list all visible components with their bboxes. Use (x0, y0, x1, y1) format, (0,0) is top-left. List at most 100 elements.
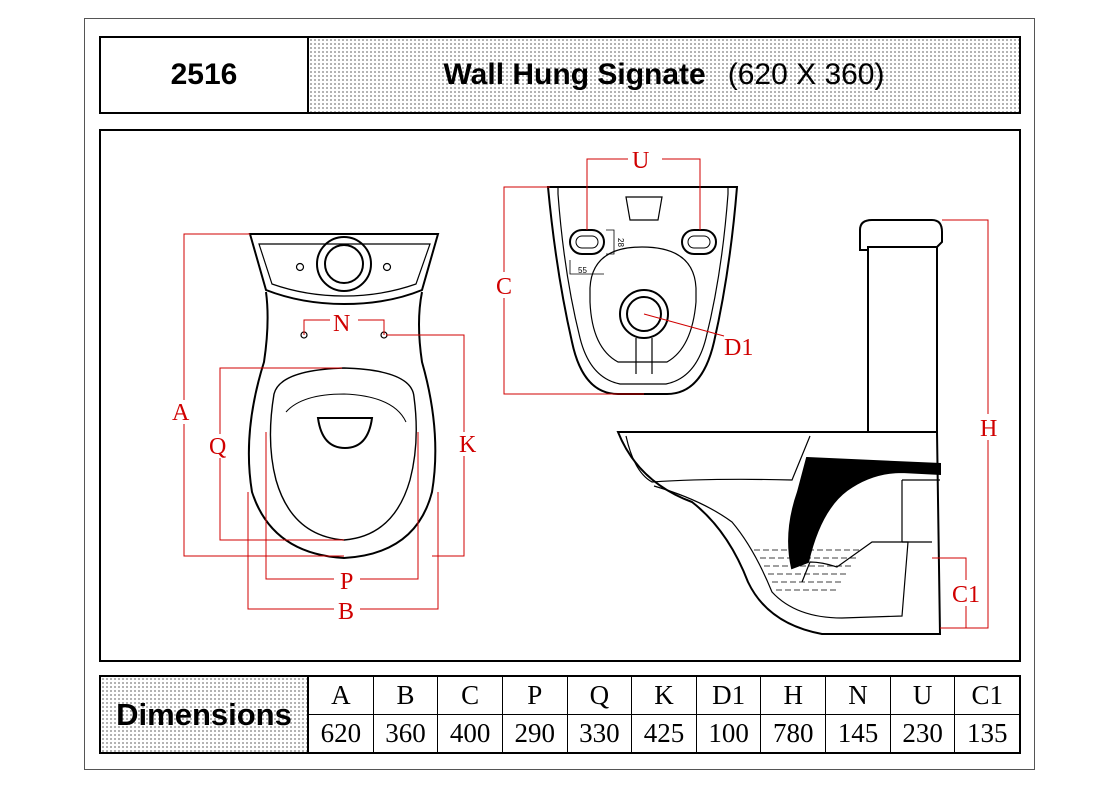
dim-key: C1 (955, 677, 1020, 715)
sheet-border (84, 18, 1035, 770)
dimensions-title: Dimensions (101, 677, 309, 752)
rear-view-bowl (589, 246, 697, 363)
dim-line-d1 (643, 313, 725, 337)
dim-value: 100 (708, 718, 749, 748)
dim-key: C (438, 677, 502, 715)
outlet-spigot (901, 479, 940, 543)
dim-line-u-left (586, 158, 628, 230)
dim-key: K (632, 677, 696, 715)
fixing-hole-left-inner (575, 235, 599, 249)
rear-view-annotations (503, 158, 725, 395)
label-k-bg (457, 432, 481, 456)
tank-lid (859, 219, 943, 251)
label-p: P (340, 569, 353, 595)
label-k: K (459, 432, 477, 458)
label-n: N (333, 311, 350, 337)
top-view-dimension-lines (183, 233, 465, 610)
rear-view-outline (546, 186, 739, 395)
seat-lid-hole (316, 417, 374, 450)
label-c-bg (494, 272, 516, 298)
model-code: 2516 (101, 38, 309, 112)
drawing-svg: A Q K N P B C U D1 H C1 55 28 (172, 148, 1002, 635)
flush-button-inner (324, 244, 364, 284)
outlet-pipe-outer (619, 289, 669, 339)
dimension-labels: A Q K N P B C U D1 H C1 55 28 (172, 148, 1002, 625)
seat-outline (269, 367, 417, 541)
hole-width-line (569, 260, 604, 275)
top-view-tank-inner (258, 243, 431, 297)
product-title-cell: Wall Hung Signate (620 X 360) (309, 38, 1019, 112)
label-a: A (172, 400, 190, 426)
dim-value: 400 (449, 718, 491, 748)
header-bar: 2516 Wall Hung Signate (620 X 360) (99, 36, 1021, 114)
seat-inner-line (285, 393, 407, 423)
label-d1: D1 (724, 335, 753, 361)
outlet-channel (635, 338, 653, 374)
outlet-pipe-inner (626, 296, 662, 332)
cistern-body (867, 247, 938, 433)
trap-inner (653, 485, 909, 619)
tank-bolt-left (295, 262, 305, 272)
label-b: B (338, 599, 354, 625)
water-level (754, 549, 862, 591)
hole-height-value: 28 (616, 238, 625, 247)
dim-key: P (502, 677, 567, 715)
dim-value: 360 (385, 718, 426, 748)
product-size: (620 X 360) (727, 58, 885, 91)
label-h-bg (978, 414, 1002, 440)
pan-rim-inner (625, 435, 811, 483)
label-c1: C1 (952, 582, 980, 608)
fixing-hole-left (569, 229, 605, 255)
dim-key: Q (567, 677, 632, 715)
dim-line-p-left (265, 432, 334, 580)
dim-line-u-right (662, 158, 701, 230)
dim-value: 290 (514, 718, 555, 748)
dim-key: U (890, 677, 955, 715)
dim-value: 330 (579, 718, 620, 748)
dim-key: N (826, 677, 890, 715)
tank-bolt-right (382, 262, 392, 272)
label-q-bg (207, 434, 231, 458)
rear-view (546, 186, 739, 395)
dim-value: 230 (902, 718, 943, 748)
label-c1-bg (950, 580, 984, 606)
dim-value: 620 (320, 718, 362, 748)
product-title: Wall Hung Signate (443, 58, 706, 91)
technical-drawing: A Q K N P B C U D1 H C1 55 28 (99, 129, 1021, 662)
inlet-slot (625, 196, 663, 221)
pan-outline (616, 431, 942, 635)
dim-line-q (219, 367, 344, 541)
dim-line-b-left (247, 492, 334, 610)
label-u: U (632, 148, 649, 174)
flush-button-outer (316, 236, 372, 292)
dim-value: 780 (773, 718, 814, 748)
label-h: H (980, 416, 997, 442)
rear-view-inner (557, 187, 729, 385)
hole-width-value: 55 (578, 266, 587, 275)
dim-key: B (373, 677, 438, 715)
dim-line-k (386, 334, 465, 557)
dim-line-n-right (358, 319, 385, 335)
dim-line-p-right (360, 432, 419, 580)
dim-key: A (309, 677, 373, 715)
label-q: Q (209, 434, 226, 460)
trap-passage (788, 456, 941, 570)
dim-key: H (761, 677, 826, 715)
top-view-tank (248, 233, 440, 306)
fixing-hole-right-inner (687, 235, 711, 249)
dim-line-a (183, 233, 344, 557)
side-view (616, 219, 943, 635)
dim-value: 425 (643, 718, 685, 748)
